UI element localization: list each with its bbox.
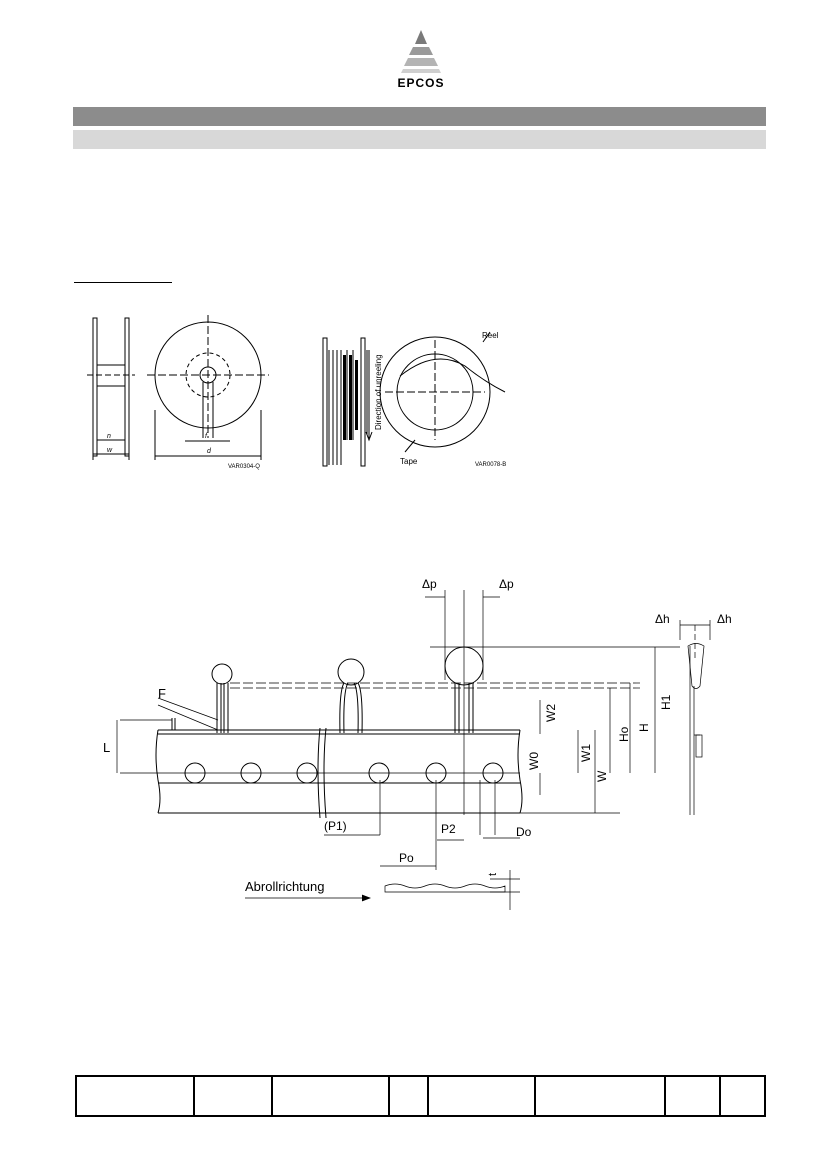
P2-label: P2	[441, 822, 456, 836]
header-bar	[73, 107, 766, 126]
dim-f-label: f	[205, 433, 208, 440]
footer-cell	[426, 1075, 537, 1117]
unreel-direction-label: Abrollrichtung	[245, 879, 325, 894]
footer-cell	[270, 1075, 391, 1117]
Po-label: Po	[399, 851, 414, 865]
W0-label: W0	[527, 752, 541, 770]
t-label: t	[487, 873, 499, 876]
F-label: F	[158, 686, 166, 701]
L-label: L	[103, 740, 110, 755]
tape-dimensions-figure: Δp Δp Δh Δh F L W2 W0 W1 W Ho H H1 (P1) …	[103, 577, 732, 910]
delta-p-right-label: Δp	[499, 577, 514, 591]
figure-code-left: VAR0304-Q	[228, 464, 260, 470]
epcos-logo-icon	[401, 30, 441, 73]
logo-text: EPCOS	[397, 76, 445, 90]
W1-label: W1	[579, 744, 593, 762]
footer-table	[74, 1075, 766, 1117]
footer-row	[74, 1075, 766, 1117]
H-label: H	[637, 723, 651, 732]
direction-label: Direction of unreeling	[374, 354, 383, 430]
footer-cell	[74, 1075, 196, 1117]
reel-label: Reel	[482, 331, 499, 340]
H1-label: H1	[659, 694, 673, 710]
footer-cell	[193, 1075, 273, 1117]
P1-label: (P1)	[324, 819, 347, 833]
subheader-bar	[73, 130, 766, 149]
W2-label: W2	[544, 704, 558, 722]
tape-label: Tape	[400, 457, 418, 466]
Ho-label: Ho	[617, 726, 631, 742]
Do-label: Do	[516, 825, 532, 839]
footer-cell	[388, 1075, 429, 1117]
footer-cell	[719, 1075, 766, 1117]
delta-h-left-label: Δh	[655, 612, 670, 626]
footer-cell	[534, 1075, 666, 1117]
figure-code-right: VAR0078-B	[475, 462, 506, 468]
delta-h-right-label: Δh	[717, 612, 732, 626]
footer-cell	[663, 1075, 722, 1117]
dim-n-label: n	[107, 433, 111, 440]
section-underline	[74, 282, 172, 283]
dim-w-label: w	[107, 447, 113, 454]
reel-dimensions-figure: n w d f VAR0304-Q Direction of unreeling…	[87, 315, 506, 470]
W-label: W	[595, 770, 609, 782]
dim-d-label: d	[207, 448, 212, 455]
delta-p-left-label: Δp	[422, 577, 437, 591]
